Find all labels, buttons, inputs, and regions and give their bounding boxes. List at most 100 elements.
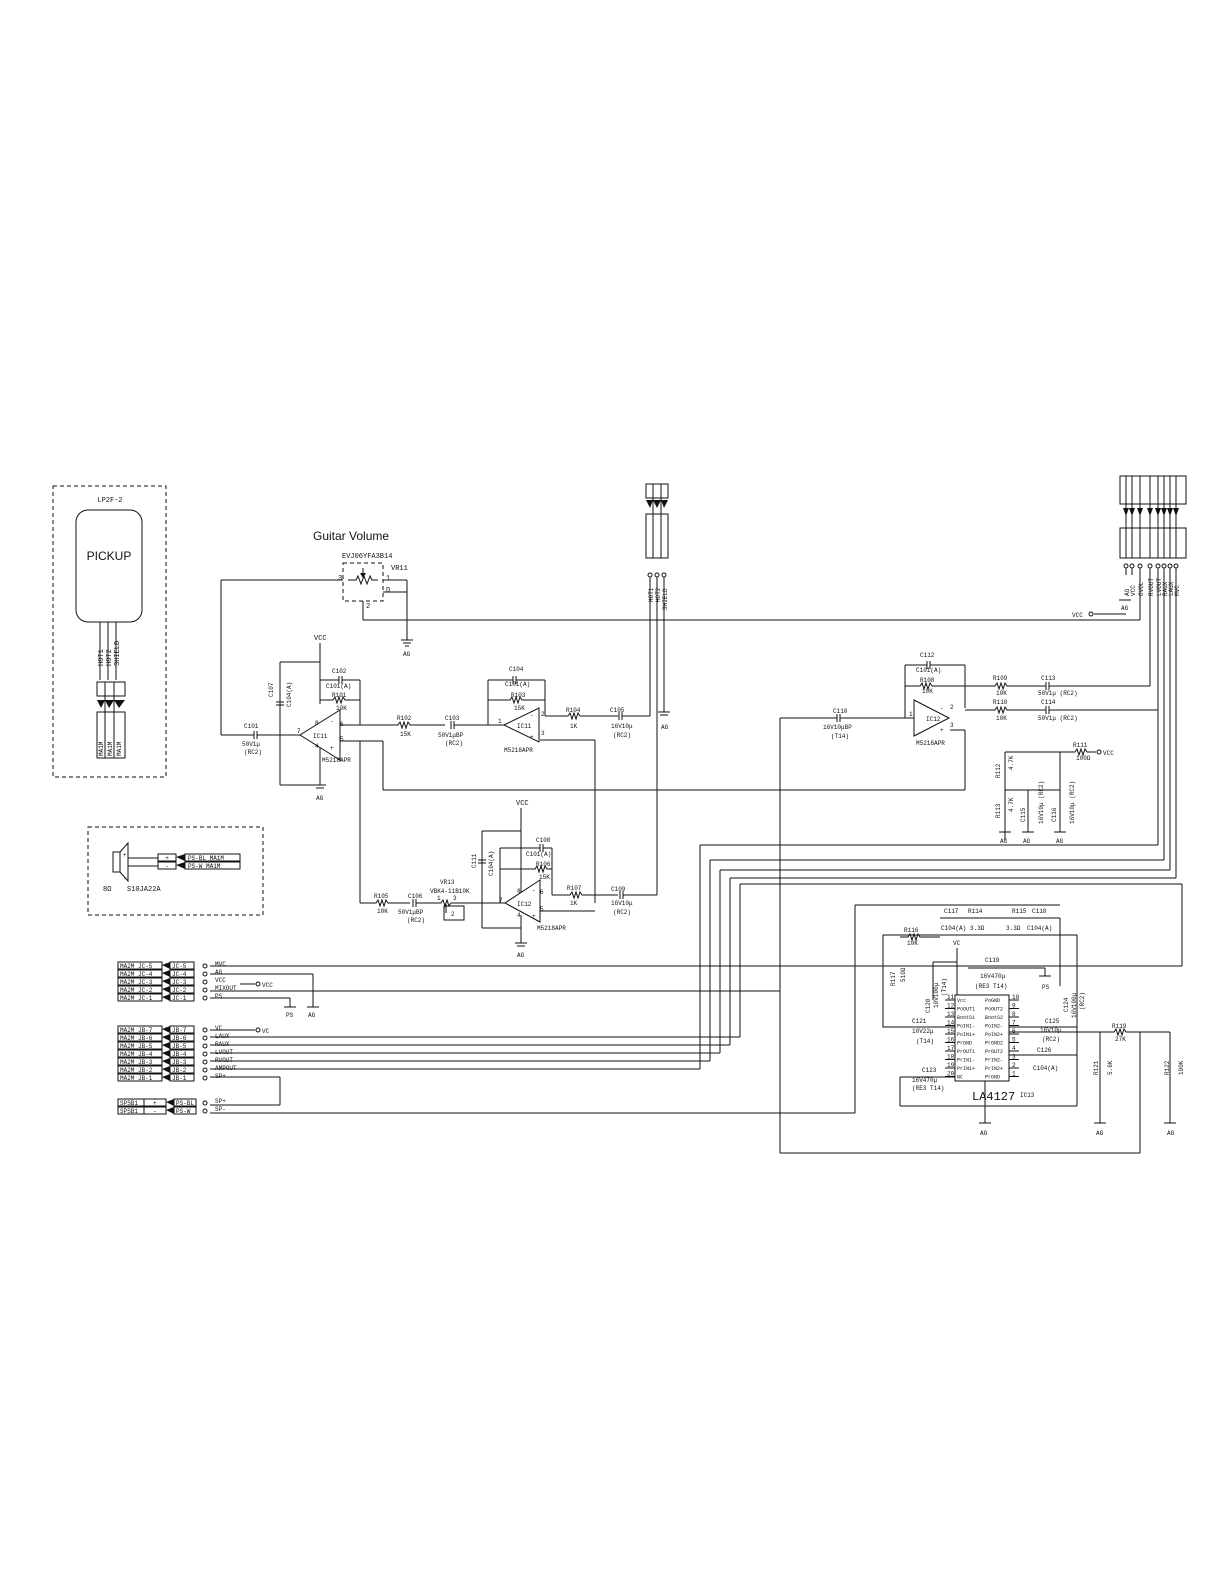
speaker-minus-plug: PS-W MA1M [188, 863, 221, 870]
la4127-pin-label-20: NC [957, 1075, 963, 1081]
speaker-impedance: 8Ω [103, 886, 111, 894]
r122-val: 100K [1178, 1060, 1185, 1075]
jc-socket-4: JC-1 [172, 995, 187, 1002]
c119-val: 16V470μ [980, 973, 1006, 980]
c110-rc: (T14) [831, 733, 849, 740]
la4127-pin-4: 4 [1012, 1045, 1016, 1052]
c119-ps: PS [1042, 984, 1050, 991]
right-jack-label-5: RAUX [1162, 581, 1169, 596]
r111-ref: R111 [1073, 742, 1088, 749]
la4127-pin-9: 9 [1012, 1003, 1016, 1010]
jb-socket-6: JB-1 [172, 1075, 187, 1082]
c126-val: C104(A) [1033, 1065, 1058, 1072]
c102-ref: C102 [332, 668, 347, 675]
svg-text:AG: AG [1000, 838, 1008, 845]
pickup-model-label: LP2F-2 [97, 497, 122, 505]
jc-plug-0: MA2M JC-5 [120, 963, 153, 970]
jc-plug-4: MA2M JC-1 [120, 995, 153, 1002]
pickup-wire-hot1: HOT1 [98, 649, 106, 666]
svg-text:+: + [530, 734, 534, 741]
jc-signal-4: PS [215, 993, 223, 1000]
r117-ref: R117 [890, 971, 897, 986]
r116-val: 10K [907, 940, 918, 947]
vr11-pin-3: 3 [338, 575, 342, 583]
vr11-ground: AG [403, 651, 411, 658]
pickup-plug-3: MA1M [116, 741, 123, 756]
jc-ps-label: PS [286, 1012, 294, 1019]
c124-ref: C124 [1063, 997, 1070, 1012]
la4127-pin-label-7: PoIN2- [985, 1024, 1003, 1030]
c125-rc: (RC2) [1042, 1036, 1060, 1043]
c112-ref: C112 [920, 652, 935, 659]
speaker-plus-plug: PS-BL MA1M [188, 855, 224, 862]
ic11b-pin2: 2 [541, 711, 545, 718]
sp-pol-0: + [153, 1100, 157, 1107]
ic11-opamp-b: IC11 1 2 3 - + [498, 707, 545, 743]
r121-val: 5.6K [1107, 1060, 1114, 1075]
vr13-part: VBK4-11B10K [430, 888, 470, 895]
r105-ref: R105 [374, 893, 389, 900]
r117-val: 510Ω [900, 967, 907, 982]
svg-text:-: - [123, 875, 127, 882]
c110-val: 16V10μBP [823, 724, 852, 731]
c124-val: 16V100μ [1071, 992, 1078, 1018]
c101-val: 50V1μ [242, 741, 260, 748]
jc-signal-1: AG [215, 969, 223, 976]
ic12a-pin8: 8 [517, 888, 521, 895]
la4127-pin-5: 5 [1012, 1037, 1016, 1044]
r111-vcc: VCC [1103, 750, 1114, 757]
jc-plug-1: MA2M JC-4 [120, 971, 153, 978]
ic11b-ref: IC11 [517, 723, 532, 730]
ic11a-ref: IC11 [313, 733, 328, 740]
la4127-pin-label-2: PrIN2+ [985, 1066, 1003, 1072]
la4127-pin-3: 3 [1012, 1054, 1016, 1061]
la4127-pin-20: 20 [947, 1071, 955, 1078]
r108-ref: R108 [920, 677, 935, 684]
jb-socket-0: JB-7 [172, 1027, 187, 1034]
jc-plug-2: MA2M JC-3 [120, 979, 153, 986]
jb-signal-0: VC [215, 1025, 223, 1032]
c114-ref: C114 [1041, 699, 1056, 706]
ic12b-part: M5218APR [916, 740, 945, 747]
r112-val: 4.7K [1008, 755, 1015, 770]
c118-val: C104(A) [1027, 925, 1052, 932]
svg-text:AG: AG [1023, 838, 1031, 845]
jb-socket-2: JB-5 [172, 1043, 187, 1050]
sp-signal-0: SP+ [215, 1098, 226, 1105]
r121-ref: R121 [1093, 1060, 1100, 1075]
svg-text:+: + [330, 745, 334, 752]
jb-plug-4: MA2M JB-3 [120, 1059, 153, 1066]
ic12a-ground: AG [517, 952, 525, 959]
la4127-pin-16: 16 [947, 1037, 955, 1044]
c103-rc: (RC2) [445, 740, 463, 747]
jc-socket-3: JC-2 [172, 987, 187, 994]
c120-rc: (T14) [941, 978, 948, 996]
r104-ref: R104 [566, 707, 581, 714]
pickup-plug-1: MA1M [98, 741, 105, 756]
c111-val: C104(A) [488, 851, 495, 876]
pickup-label: PICKUP [87, 549, 132, 563]
svg-text:AG: AG [1056, 838, 1064, 845]
ic11b-pin3: 3 [541, 730, 545, 737]
pickup-plug-block: MA1M MA1M MA1M [96, 681, 126, 759]
r105-val: 10K [377, 908, 388, 915]
jc-plug-3: MA2M JC-2 [120, 987, 153, 994]
r119-ref: R119 [1112, 1023, 1127, 1030]
c105-rc: (RC2) [613, 732, 631, 739]
la4127-pin-label-18: PrIN1- [957, 1058, 975, 1064]
la4127-pin-label-10: PoGND [985, 998, 1000, 1004]
c101-ref: C101 [244, 723, 259, 730]
right-jack-label-4: LVOUT [1156, 578, 1163, 596]
la4127-pin-label-13: BootS1 [957, 1015, 975, 1021]
c106-val: 50V1μBP [398, 909, 424, 916]
c104-ref: C104 [509, 666, 524, 673]
c110-ref: C110 [833, 708, 848, 715]
jb-plug-2: MA2M JB-5 [120, 1043, 153, 1050]
c109-rc: (RC2) [613, 909, 631, 916]
ic12b-pin2: 2 [950, 704, 954, 711]
jb-socket-3: JB-4 [172, 1051, 187, 1058]
svg-text:-: - [940, 705, 944, 712]
right-jack-vcc: VCC [1072, 612, 1083, 619]
la4127-pin-10: 10 [1012, 994, 1020, 1001]
vr11-pin-2: 2 [366, 603, 370, 611]
